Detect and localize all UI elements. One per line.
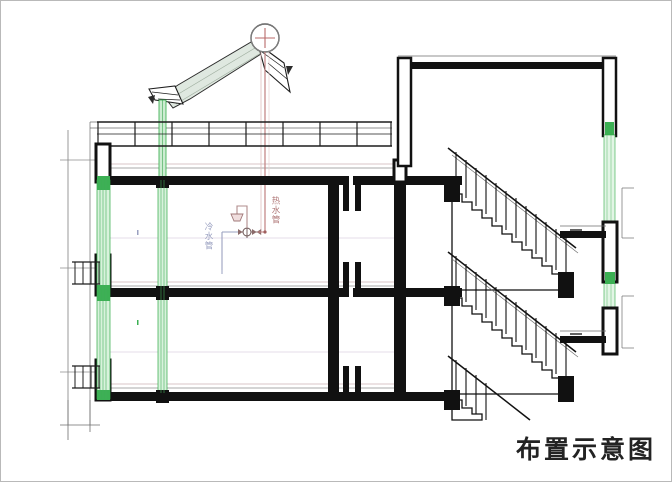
cold-water-pipe-label: 冷水管 (203, 222, 213, 251)
vertical-pipe-riser-left (96, 176, 111, 400)
mixing-valve-assembly (221, 205, 265, 274)
hot-water-riser (260, 52, 270, 232)
structural-column-pair (343, 185, 361, 394)
slab-openings (349, 176, 353, 297)
stair-landing-right (560, 187, 634, 356)
facade-balcony-railing-lower (72, 365, 100, 389)
drawing-title: 布置示意图 (515, 435, 656, 464)
structural-column-interior (328, 185, 339, 393)
column-gap-markers (330, 180, 337, 186)
stair-flight-upper (444, 147, 582, 298)
facade-balcony-railing-upper (72, 261, 100, 285)
room-level-lines (100, 163, 400, 385)
stair-core-frame (396, 55, 618, 168)
hot-water-pipe-label: 热水管 (270, 196, 280, 225)
stair-flight-mid (444, 251, 582, 402)
circular-water-tank (250, 23, 280, 53)
detail-marks (137, 230, 267, 325)
vertical-pipe-riser-interior (156, 176, 169, 403)
roof-guard-railing (97, 121, 392, 147)
floor-slab-first (100, 392, 450, 401)
connector-beams (406, 176, 462, 297)
vertical-pipe-riser-collector-left (158, 99, 167, 181)
ground-line (60, 400, 100, 440)
stair-flight-lower (444, 355, 531, 421)
structural-column-right-edge (392, 158, 408, 393)
